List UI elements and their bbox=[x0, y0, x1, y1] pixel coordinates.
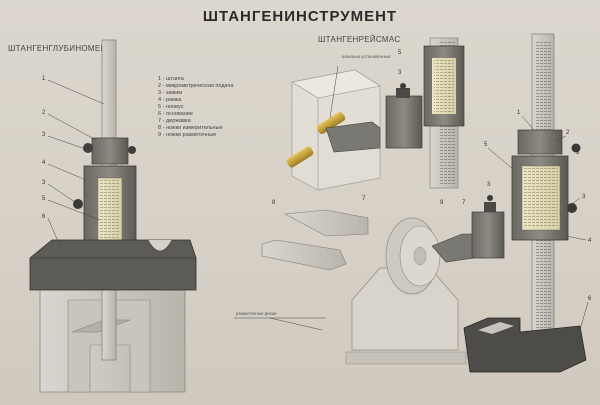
callout-number: 5 bbox=[484, 142, 488, 148]
legend-item: 3 - зажим bbox=[158, 90, 183, 96]
callout-number: 4 bbox=[588, 238, 592, 244]
callout-number: 2 bbox=[42, 110, 46, 116]
callout-number: 7 bbox=[462, 200, 466, 206]
legend-item: 2 - микрометрическая подача bbox=[158, 83, 234, 89]
callout-number: 3 bbox=[42, 180, 46, 186]
callout-number: 3 bbox=[576, 150, 580, 156]
scale-beam-illustration bbox=[423, 37, 465, 189]
callout-number: 3 bbox=[582, 194, 586, 200]
height-gauge-heading: ШТАНГЕНРЕЙСМАС bbox=[318, 35, 401, 44]
callout-number: 3 bbox=[42, 132, 46, 138]
callout-number: 3 bbox=[487, 182, 491, 188]
height-gauge-illustration: 1 2 3 5 3 4 6 bbox=[463, 33, 592, 373]
callout-number: 8 bbox=[272, 200, 276, 206]
callout-number: 6 bbox=[588, 296, 592, 302]
callout-number: 7 bbox=[362, 196, 366, 202]
callout-number: 1 bbox=[517, 110, 521, 116]
callout-number: 5 bbox=[398, 50, 402, 56]
callout-number: 5 bbox=[42, 196, 46, 202]
depth-gauge-illustration: 1 2 3 4 3 5 6 bbox=[29, 39, 197, 393]
legend-item: 1 - штанга bbox=[158, 76, 184, 82]
marking-line-label: разметочные риски bbox=[236, 311, 277, 316]
legend-item: 6 - основание bbox=[158, 111, 193, 117]
callout-number: 9 bbox=[440, 200, 444, 206]
legend-item: 7 - державка bbox=[158, 118, 191, 124]
height-gauge-detail-illustration: разметочные риски шпильки установочные 5… bbox=[234, 50, 505, 365]
callout-number: 2 bbox=[566, 130, 570, 136]
parts-legend: 1 - штанга 2 - микрометрическая подача 3… bbox=[158, 76, 233, 139]
callout-number: 3 bbox=[398, 70, 402, 76]
legend-item: 5 - нониус bbox=[158, 104, 184, 110]
depth-gauge-heading: ШТАНГЕНГЛУБИНОМЕР bbox=[8, 44, 107, 53]
callout-number: 6 bbox=[42, 214, 46, 220]
legend-item: 9 - ножки разметочные bbox=[158, 132, 217, 138]
pins-label: шпильки установочные bbox=[342, 54, 391, 59]
callout-number: 4 bbox=[42, 160, 46, 166]
callout-number: 1 bbox=[42, 76, 46, 82]
poster-title: ШТАНГЕНИНСТРУМЕНТ bbox=[202, 8, 398, 25]
legend-item: 8 - ножки измерительные bbox=[158, 125, 223, 131]
legend-item: 4 - рамка bbox=[158, 97, 182, 103]
